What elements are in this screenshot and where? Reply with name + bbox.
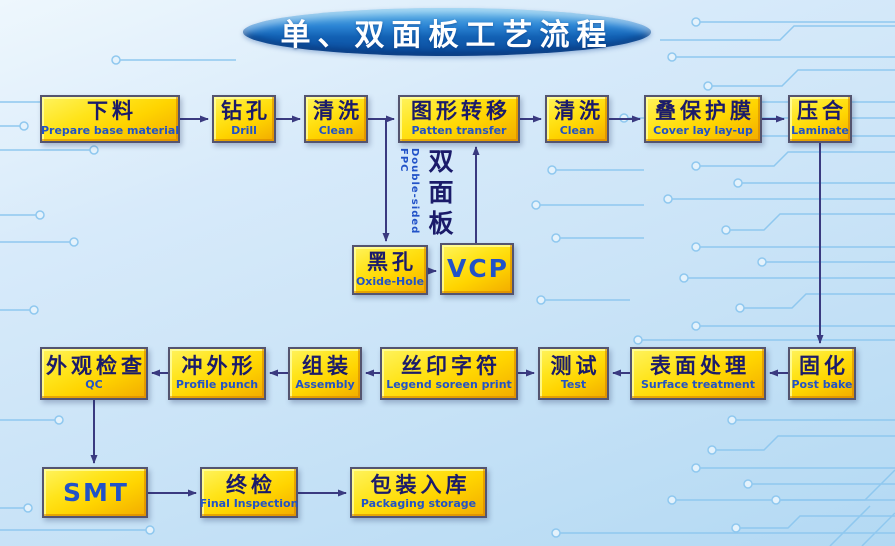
process-box-label-en: Clean [559, 123, 595, 137]
diagram-title-banner: 单、双面板工艺流程 [243, 8, 651, 56]
branch-label-chinese: 双面板 [425, 148, 454, 241]
process-box-label-en: Prepare base material [40, 123, 180, 137]
process-box-label-en: Profile punch [175, 378, 259, 392]
process-box-label-zh: VCP [446, 254, 510, 283]
process-box-label-zh: 图形转移 [411, 99, 511, 124]
process-box-label-zh: 外观检查 [46, 353, 146, 378]
process-box-label-en: Laminate [791, 123, 849, 137]
process-box-label-zh: 叠保护膜 [655, 99, 755, 124]
process-box-label-zh: 表面处理 [650, 353, 750, 378]
branch-label-english: Double-sided FPC [398, 148, 420, 235]
process-box-label-en: Assembly [295, 378, 355, 392]
process-box-label-en: Patten transfer [411, 123, 507, 137]
process-box-label-en: Cover lay lay-up [653, 123, 753, 137]
process-box-label-zh: 固化 [799, 353, 849, 378]
process-box-label-zh: 下料 [87, 99, 137, 124]
process-box-label-en: Clean [318, 123, 354, 137]
double-sided-branch-label: Double-sided FPC 双面板 [398, 148, 457, 248]
process-box-label-zh: 清洗 [554, 99, 604, 124]
diagram-title: 单、双面板工艺流程 [280, 18, 614, 53]
process-box-label-zh: 组装 [302, 353, 352, 378]
process-box-label-zh: 冲外形 [181, 353, 257, 378]
process-box-label-zh: 终检 [226, 472, 276, 497]
process-box-label-en: QC [85, 378, 103, 392]
process-box-label-zh: 黑孔 [367, 250, 417, 275]
process-box-label-en: Final Inspection [199, 497, 299, 511]
process-box-label-zh: 包装入库 [370, 472, 471, 497]
process-box-label-en: Packaging storage [360, 497, 477, 511]
process-box-label-en: Legend soreen print [386, 378, 512, 392]
process-box-label-zh: 钻孔 [221, 99, 271, 124]
process-box-label-en: Oxide-Hole [355, 274, 425, 288]
process-box-label-en: Drill [231, 123, 257, 137]
process-box-label-zh: 测试 [550, 353, 601, 378]
process-box-label-en: Test [560, 378, 587, 392]
process-box-label-zh: 丝印字符 [401, 353, 501, 378]
process-box-smt: SMT [42, 467, 148, 518]
process-box-label-zh: SMT [63, 477, 129, 507]
process-box-label-zh: 清洗 [313, 99, 363, 124]
process-box-vcp: VCP [440, 243, 514, 295]
process-box-label-zh: 压合 [797, 99, 847, 124]
process-box-label-en: Surface treatment [640, 378, 756, 392]
process-box-label-en: Post bake [791, 378, 853, 392]
